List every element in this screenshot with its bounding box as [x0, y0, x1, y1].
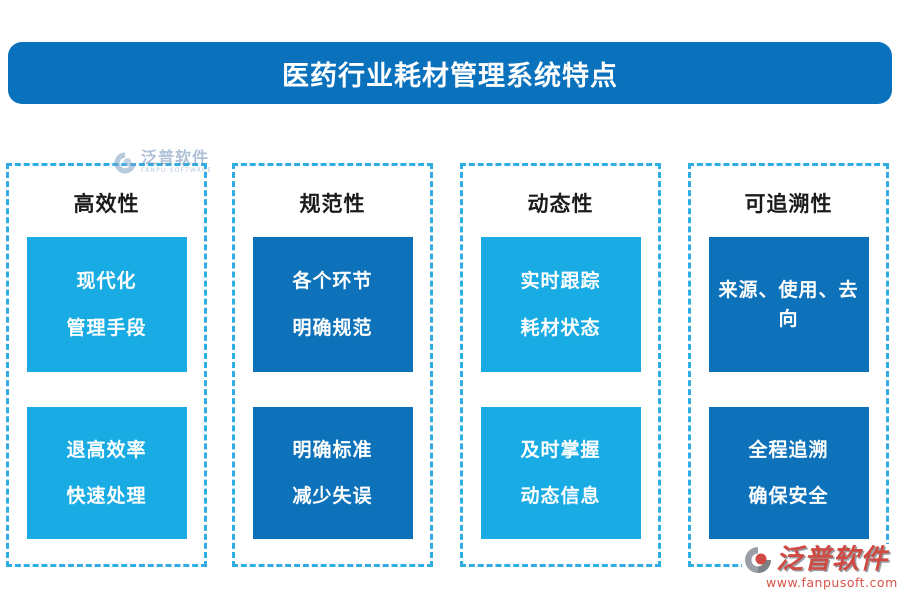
card-text-line: 现代化	[76, 270, 137, 292]
fanpu-watermark: 泛普软件 FANPU SOFTWARE	[112, 150, 212, 176]
brand-url: www.fanpusoft.com	[766, 575, 898, 590]
card-text-line: 耗材状态	[520, 316, 601, 339]
card-text-line: 实时跟踪	[520, 270, 601, 292]
feature-column-dynamics: 动态性 实时跟踪 耗材状态 及时掌握 动态信息	[460, 163, 661, 567]
column-header: 规范性	[299, 192, 366, 216]
fanpu-logo-icon	[112, 150, 138, 176]
card-text-line: 动态信息	[520, 485, 601, 507]
feature-column-standardization: 规范性 各个环节 明确规范 明确标准 减少失误	[232, 163, 433, 567]
feature-card: 明确标准 减少失误	[252, 407, 413, 539]
column-header: 高效性	[73, 192, 140, 216]
column-header: 可追溯性	[744, 192, 833, 216]
card-text-line: 全程追溯	[748, 438, 829, 461]
feature-card: 及时掌握 动态信息	[480, 407, 641, 539]
card-text-line: 各个环节	[292, 270, 373, 292]
card-text-line: 确保安全	[748, 485, 829, 507]
card-text-line: 来源、使用、去向	[718, 279, 859, 330]
feature-card: 实时跟踪 耗材状态	[480, 237, 641, 372]
fanpu-brand-logo: 泛普软件 www.fanpusoft.com	[742, 544, 898, 590]
card-text-line: 明确规范	[292, 316, 373, 339]
card-text-line: 明确标准	[292, 438, 373, 461]
card-text-line: 管理手段	[66, 316, 147, 339]
feature-column-efficiency: 高效性 现代化 管理手段 退高效率 快速处理	[6, 163, 207, 567]
feature-card: 来源、使用、去向	[708, 237, 869, 372]
card-text-line: 减少失误	[292, 485, 373, 507]
feature-card: 现代化 管理手段	[26, 237, 187, 372]
fanpu-logo-icon	[742, 544, 774, 576]
page-title: 医药行业耗材管理系统特点	[282, 60, 618, 92]
card-text-line: 快速处理	[66, 485, 147, 507]
feature-card: 全程追溯 确保安全	[708, 407, 869, 539]
card-text-line: 退高效率	[66, 438, 147, 461]
card-text-line: 及时掌握	[520, 438, 601, 461]
watermark-name: 泛普软件	[141, 148, 210, 167]
brand-name: 泛普软件	[776, 544, 888, 576]
feature-card: 退高效率 快速处理	[26, 407, 187, 539]
feature-column-traceability: 可追溯性 来源、使用、去向 全程追溯 确保安全	[688, 163, 889, 567]
watermark-subtext: FANPU SOFTWARE	[141, 167, 213, 174]
column-header: 动态性	[527, 192, 594, 216]
feature-card: 各个环节 明确规范	[252, 237, 413, 372]
title-banner: 医药行业耗材管理系统特点	[8, 42, 892, 104]
